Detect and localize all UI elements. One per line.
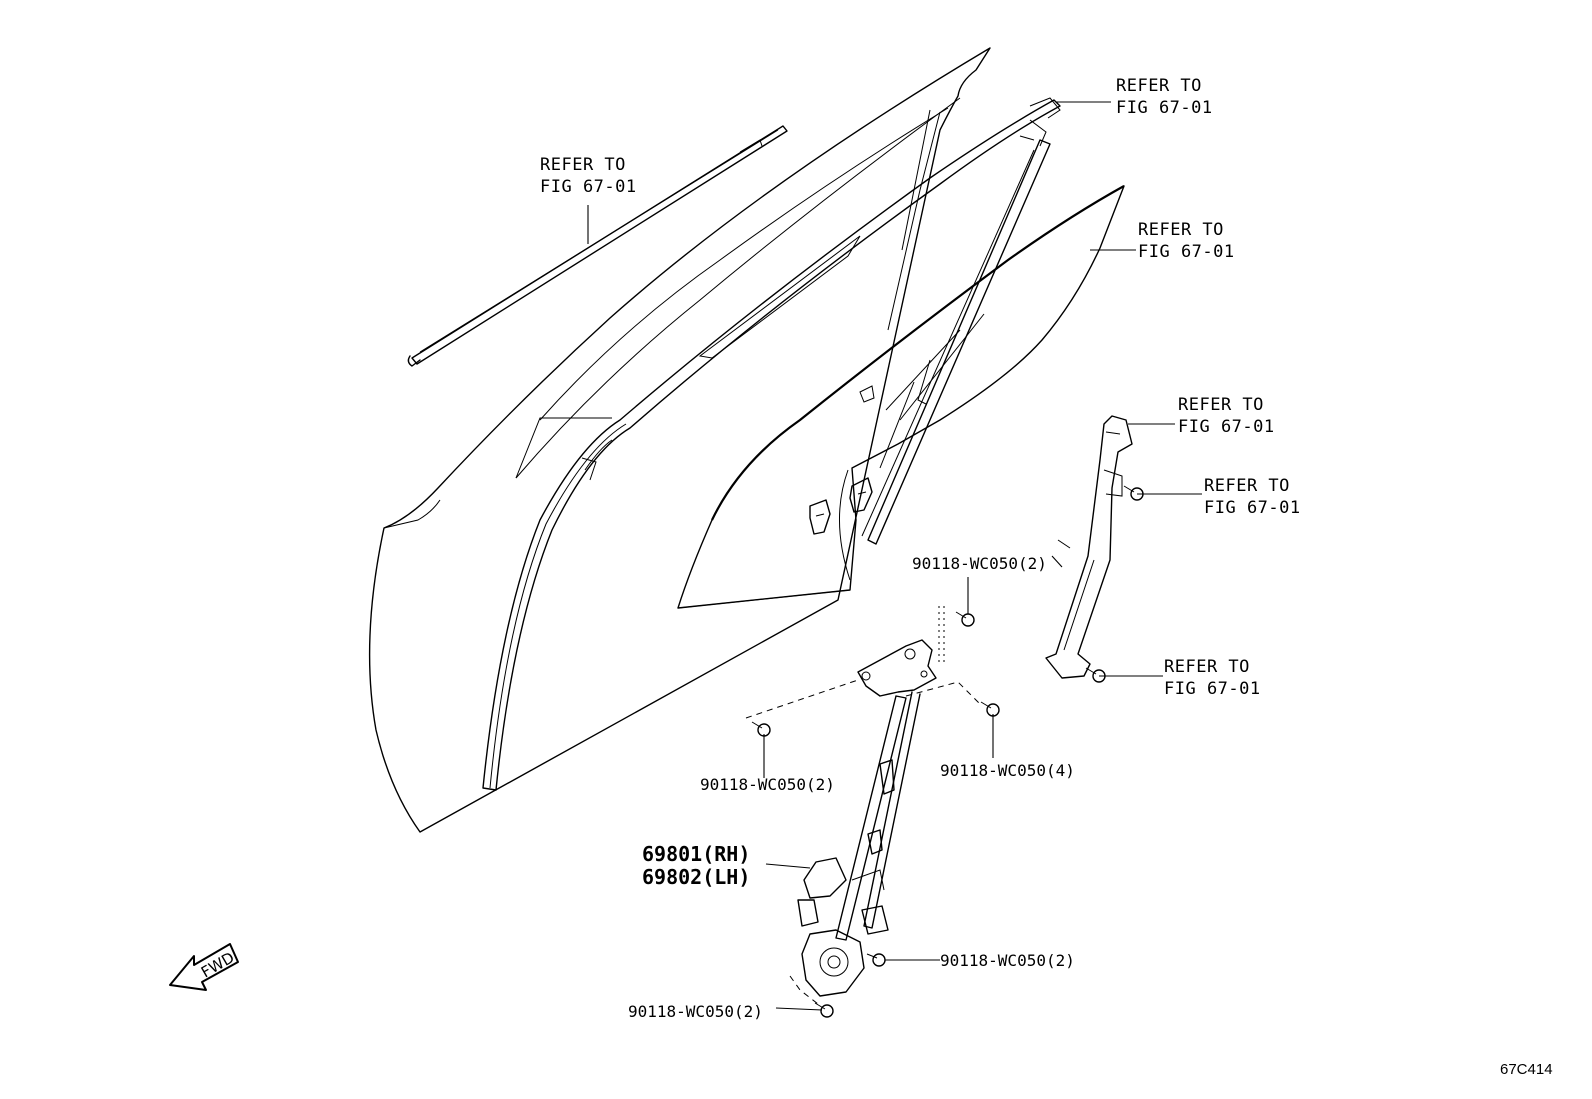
refer-label-door-frame: REFER TO FIG 67-01 <box>1116 76 1213 118</box>
refer-label-channel-lower-bolt: REFER TO FIG 67-01 <box>1164 657 1261 699</box>
bolt-channel-lower <box>1085 667 1106 683</box>
bolt-regulator-left <box>751 721 771 737</box>
outer-belt-moulding <box>407 125 788 367</box>
svg-text:FIG 67-01: FIG 67-01 <box>1138 242 1235 262</box>
part-number-regulator-rh: 69801(RH) <box>642 842 750 866</box>
figure-id: 67C414 <box>1500 1061 1553 1078</box>
svg-text:FIG 67-01: FIG 67-01 <box>1164 679 1261 699</box>
refer-label-glass: REFER TO FIG 67-01 <box>1138 220 1235 262</box>
part-number-bolt-bottom: 90118-WC050(2) <box>628 1002 763 1021</box>
assembly-lines <box>745 606 981 1005</box>
svg-text:REFER TO: REFER TO <box>1204 476 1290 496</box>
part-number-regulator-lh: 69802(LH) <box>642 865 750 889</box>
rear-glass-channel <box>861 135 1051 545</box>
fwd-direction-arrow: FWD <box>169 943 239 991</box>
rear-lower-sash-channel <box>1045 415 1133 679</box>
refer-label-outer-belt: REFER TO FIG 67-01 <box>540 155 637 197</box>
door-outer-panel <box>368 47 991 833</box>
svg-text:FIG 67-01: FIG 67-01 <box>1204 498 1301 518</box>
svg-text:FIG 67-01: FIG 67-01 <box>540 177 637 197</box>
svg-text:FIG 67-01: FIG 67-01 <box>1116 98 1213 118</box>
part-number-bolt-right: 90118-WC050(4) <box>940 761 1075 780</box>
leader-lines <box>587 101 1202 1011</box>
svg-text:FIG 67-01: FIG 67-01 <box>1178 417 1275 437</box>
svg-text:REFER TO: REFER TO <box>540 155 626 175</box>
front-glass-run <box>482 97 1061 791</box>
svg-text:REFER TO: REFER TO <box>1116 76 1202 96</box>
bolt-bottom <box>814 1002 834 1018</box>
part-number-bolt-upper: 90118-WC050(2) <box>912 554 1047 573</box>
svg-text:REFER TO: REFER TO <box>1138 220 1224 240</box>
door-glass <box>677 185 1125 609</box>
bolt-regulator-upper <box>955 611 975 627</box>
window-regulator <box>797 639 937 997</box>
bolt-regulator-right <box>980 701 1000 717</box>
bolt-motor <box>866 953 886 967</box>
svg-text:REFER TO: REFER TO <box>1178 395 1264 415</box>
part-number-bolt-motor: 90118-WC050(2) <box>940 951 1075 970</box>
svg-text:REFER TO: REFER TO <box>1164 657 1250 677</box>
part-number-bolt-left: 90118-WC050(2) <box>700 775 835 794</box>
refer-label-rear-channel: REFER TO FIG 67-01 <box>1178 395 1275 437</box>
refer-label-channel-upper-bolt: REFER TO FIG 67-01 <box>1204 476 1301 518</box>
fwd-label: FWD <box>198 948 237 981</box>
bolt-channel-upper <box>1123 485 1144 501</box>
